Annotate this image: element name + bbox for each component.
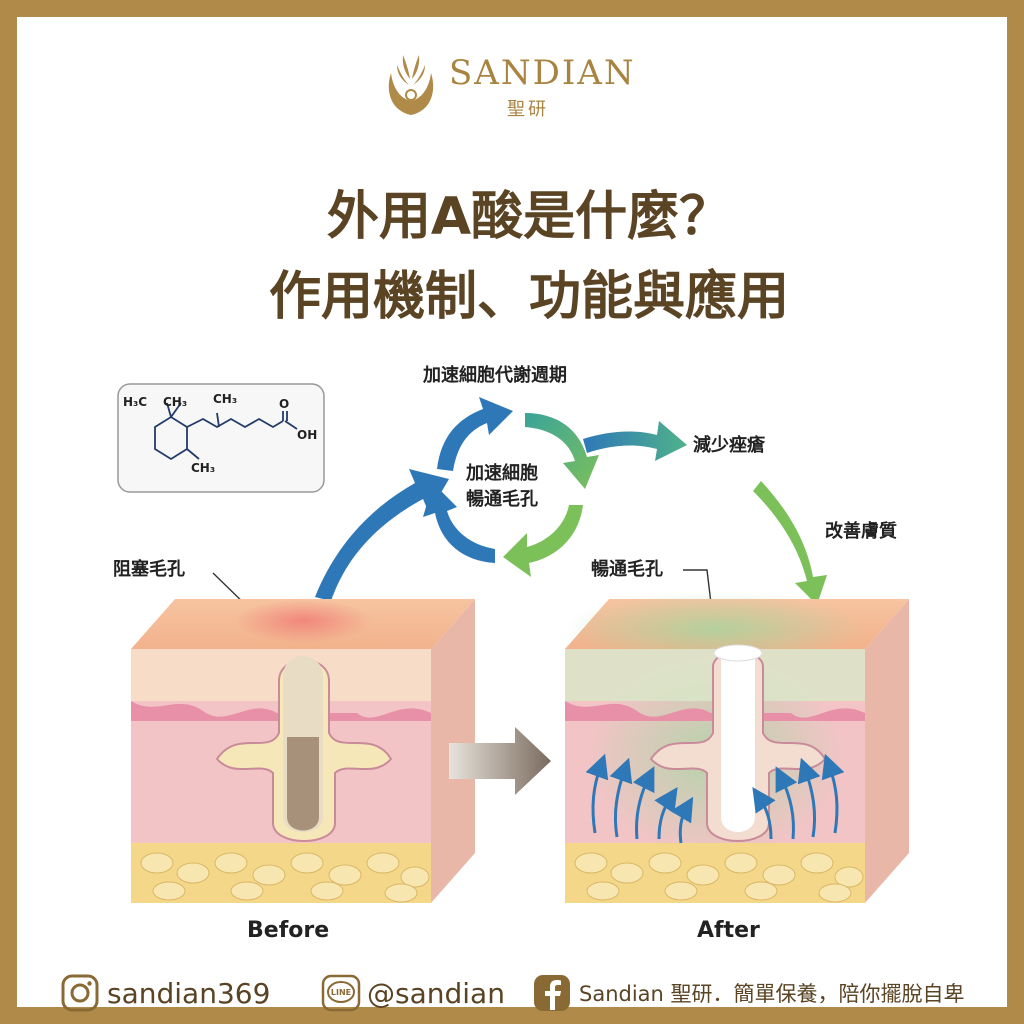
molecule-label-oh: OH <box>297 428 317 442</box>
molecule-label-ch3-c: CH₃ <box>191 461 215 475</box>
retinoic-acid-diagram: H₃C CH₃ CH₃ O OH CH₃ 加速細胞代謝週期 加速細胞 暢通毛孔 … <box>113 364 909 943</box>
before-skin-block <box>131 599 475 903</box>
cycle-center-line1: 加速細胞 <box>465 462 538 484</box>
cycle-top-label: 加速細胞代謝週期 <box>422 364 567 386</box>
instagram-handle: sandian369 <box>107 976 271 1010</box>
after-skin-block <box>565 593 909 903</box>
line-handle: @sandian <box>367 976 505 1010</box>
retinoic-acid-molecule: H₃C CH₃ CH₃ O OH CH₃ <box>117 383 325 493</box>
molecule-label-ch3-a: CH₃ <box>163 395 187 409</box>
arrow-to-reduce-acne <box>583 421 687 461</box>
facebook-contact[interactable]: Sandian 聖研．簡單保養，陪你擺脫自卑 <box>533 969 965 1017</box>
cycle-center-line2: 暢通毛孔 <box>466 488 538 510</box>
arrow-to-after <box>753 481 827 605</box>
improve-skin-label: 改善膚質 <box>825 520 897 542</box>
before-label: Before <box>247 918 329 943</box>
brand-name: SANDIAN <box>449 53 636 93</box>
brand-subtitle: 聖研 <box>507 99 549 120</box>
sandian-logo-icon <box>388 55 434 115</box>
cycle-arrows <box>423 397 599 577</box>
page-title-line1: 外用A酸是什麼？ <box>326 187 732 247</box>
instagram-icon <box>61 974 99 1012</box>
line-badge-text: LINE <box>331 988 351 997</box>
facebook-icon <box>534 975 570 1011</box>
line-icon: LINE <box>321 974 361 1012</box>
blocked-pore-label: 阻塞毛孔 <box>113 558 185 580</box>
before-to-after-arrow <box>449 727 551 795</box>
molecule-label-o: O <box>279 397 289 411</box>
molecule-label-ch3-b: CH₃ <box>213 392 237 406</box>
line-contact[interactable]: LINE @sandian <box>321 969 505 1017</box>
molecule-label-h3c: H₃C <box>123 395 147 409</box>
clear-pore-label: 暢通毛孔 <box>591 558 663 580</box>
instagram-contact[interactable]: sandian369 <box>61 969 270 1017</box>
after-label: After <box>697 918 760 943</box>
page-title-line2: 作用機制、功能與應用 <box>268 267 789 327</box>
facebook-page-text: Sandian 聖研．簡單保養，陪你擺脫自卑 <box>579 982 965 1006</box>
reduce-acne-label: 減少痤瘡 <box>693 434 766 456</box>
arrow-up-to-cycle <box>315 469 449 601</box>
